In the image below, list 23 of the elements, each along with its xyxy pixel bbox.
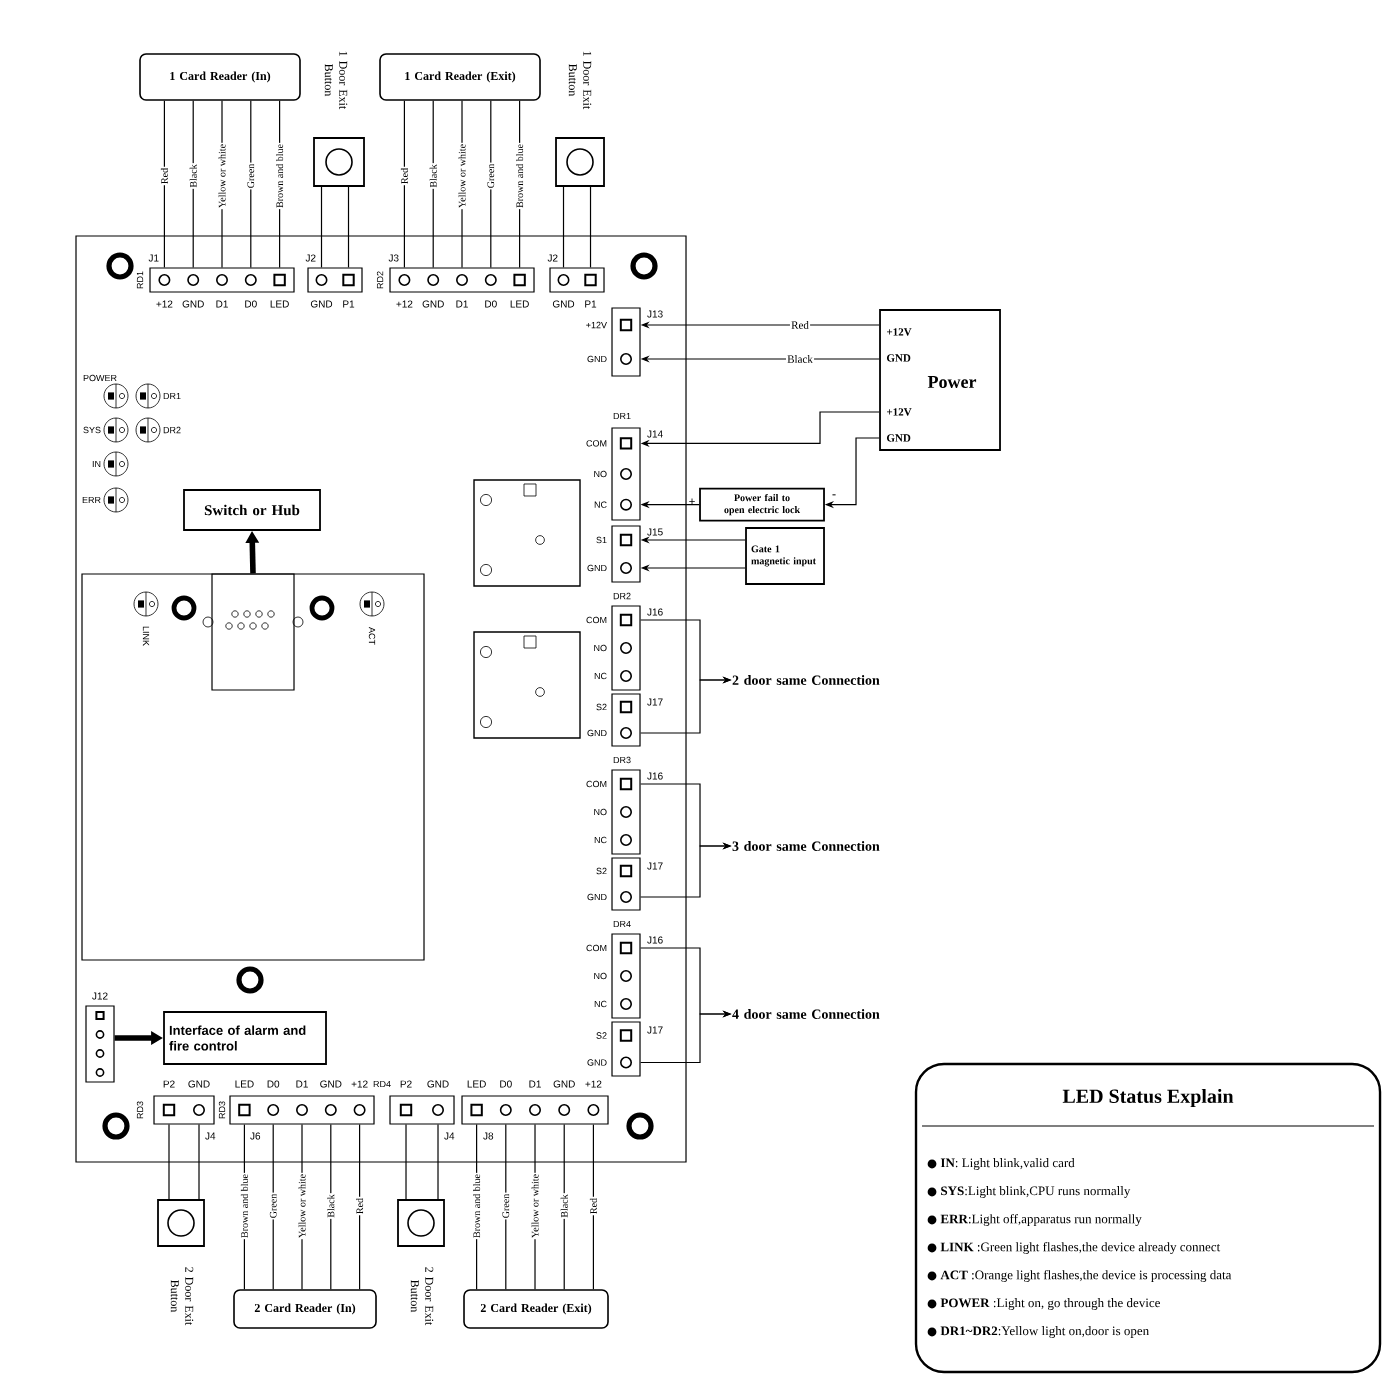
wire: [405, 1124, 407, 1200]
wire: [320, 186, 323, 268]
wire: [505, 1124, 507, 1290]
wire: [330, 1124, 332, 1290]
power-label: Power: [927, 376, 977, 388]
wire: [272, 1124, 274, 1290]
wire: [359, 1124, 361, 1290]
wire: [168, 1124, 170, 1200]
wire: [250, 100, 252, 268]
wire: [589, 186, 592, 268]
wire: [563, 1124, 565, 1290]
wire: [198, 1124, 200, 1200]
wire: [347, 186, 350, 268]
wire: [192, 100, 194, 268]
wire: [403, 100, 405, 268]
wire: [490, 100, 492, 268]
ethernet-jack: [211, 573, 295, 691]
wire: [432, 100, 434, 268]
panel-title: LED Status Explain: [1062, 1088, 1234, 1108]
wire: [437, 1124, 439, 1200]
wire: [592, 1124, 594, 1290]
wire: [562, 186, 565, 268]
wire: [163, 100, 165, 268]
